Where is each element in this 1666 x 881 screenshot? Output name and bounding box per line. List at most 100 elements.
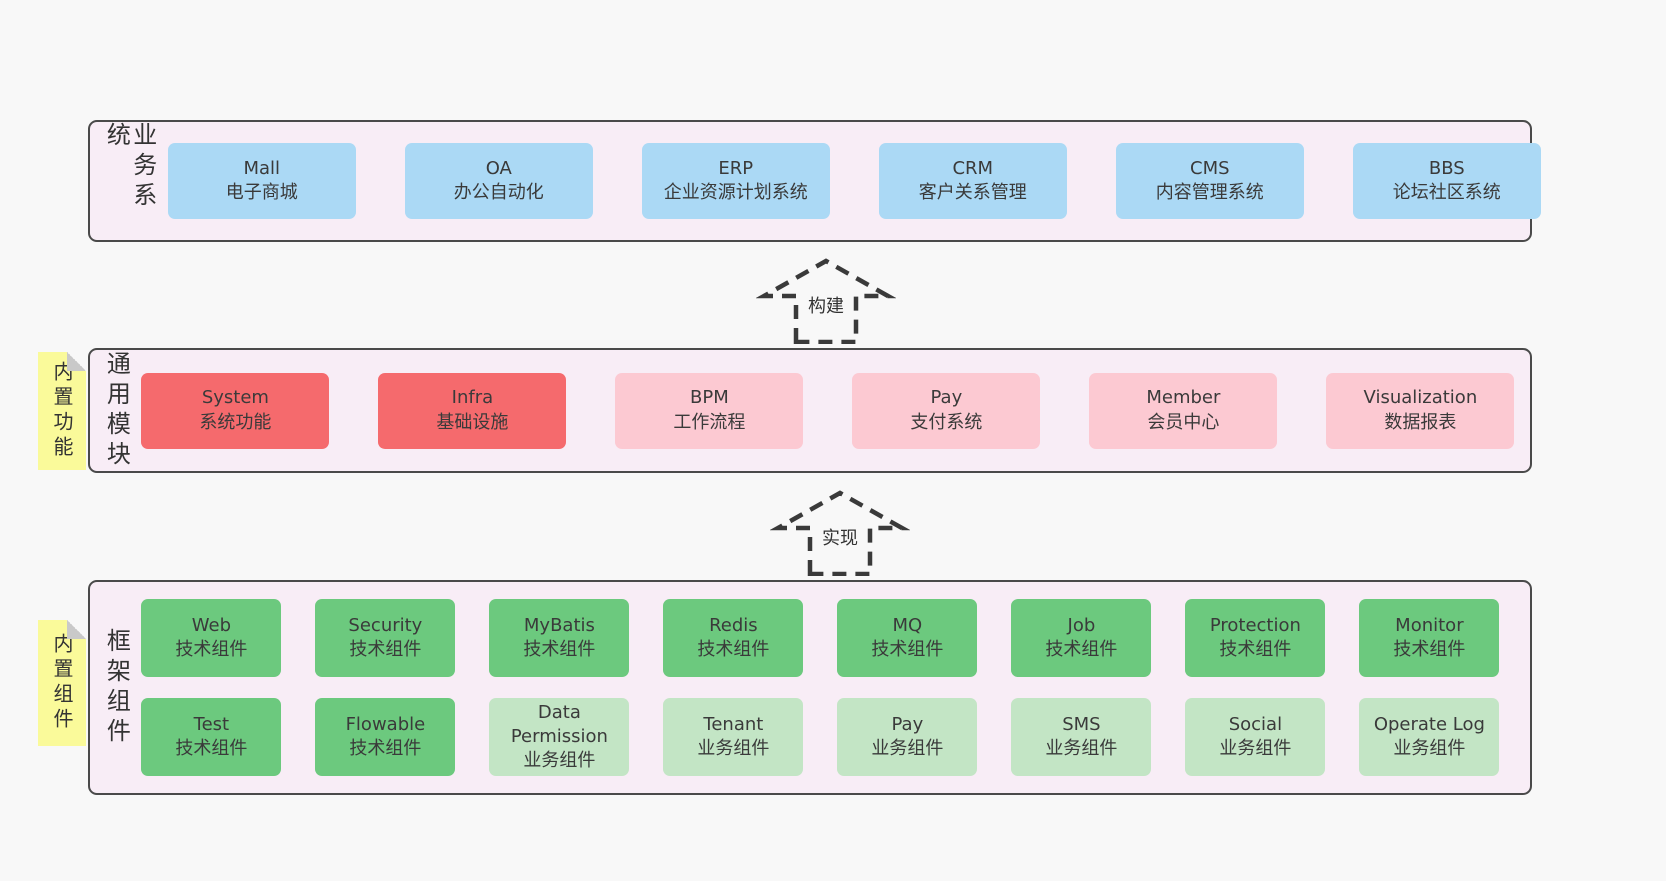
box-title: SMS bbox=[1062, 713, 1101, 735]
box-subtitle: 技术组件 bbox=[697, 639, 770, 660]
box-title: Pay bbox=[930, 387, 963, 409]
box-subtitle: 数据报表 bbox=[1384, 411, 1457, 433]
box-title: Protection bbox=[1209, 614, 1301, 636]
framework-components-label: 框架组件 bbox=[102, 627, 131, 748]
box-title: Monitor bbox=[1395, 614, 1464, 636]
box-bpm: BPM 工作流程 bbox=[615, 372, 804, 449]
box-title: CRM bbox=[952, 157, 994, 179]
box-subtitle: 工作流程 bbox=[673, 411, 746, 433]
box-title: Redis bbox=[709, 614, 758, 636]
box-subtitle: 技术组件 bbox=[175, 738, 248, 759]
box-title: Member bbox=[1146, 387, 1221, 409]
framework-components-grid: Web 技术组件 Security 技术组件 MyBatis 技术组件 Redi… bbox=[141, 599, 1500, 776]
box-title: Flowable bbox=[345, 713, 426, 735]
box-sms: SMS 业务组件 bbox=[1011, 698, 1152, 776]
box-erp: ERP 企业资源计划系统 bbox=[641, 143, 830, 219]
box-protection: Protection 技术组件 bbox=[1185, 599, 1326, 677]
box-crm: CRM 客户关系管理 bbox=[878, 143, 1067, 219]
business-systems-panel: 业务系统 Mall 电子商城 OA 办公自动化 ERP 企业资源计划系统 CRM… bbox=[88, 120, 1541, 242]
box-pay-component: Pay 业务组件 bbox=[837, 698, 978, 776]
box-subtitle: 系统功能 bbox=[199, 411, 272, 433]
framework-row-1: Web 技术组件 Security 技术组件 MyBatis 技术组件 Redi… bbox=[141, 599, 1500, 677]
common-modules-label: 通用模块 bbox=[102, 350, 131, 471]
box-title: MQ bbox=[892, 614, 923, 636]
framework-row-2: Test 技术组件 Flowable 技术组件 Data Permission … bbox=[141, 698, 1500, 776]
box-job: Job 技术组件 bbox=[1011, 599, 1152, 677]
box-subtitle: 技术组件 bbox=[1219, 639, 1292, 660]
box-subtitle: 办公自动化 bbox=[453, 182, 544, 203]
box-oa: OA 办公自动化 bbox=[404, 143, 593, 219]
box-title: Test bbox=[193, 713, 230, 735]
box-title: OA bbox=[485, 157, 512, 179]
box-flowable: Flowable 技术组件 bbox=[315, 698, 456, 776]
box-subtitle: 内容管理系统 bbox=[1155, 182, 1264, 203]
box-title: System bbox=[201, 387, 269, 409]
box-test: Test 技术组件 bbox=[141, 698, 282, 776]
box-subtitle: 业务组件 bbox=[523, 750, 596, 772]
box-visualization: Visualization 数据报表 bbox=[1326, 372, 1515, 449]
built-in-components-sticky: 内置组件 bbox=[38, 620, 86, 746]
box-subtitle: 基础设施 bbox=[436, 411, 509, 433]
box-web: Web 技术组件 bbox=[141, 599, 282, 677]
box-title: CMS bbox=[1190, 157, 1230, 179]
box-title: Mall bbox=[243, 157, 281, 179]
box-subtitle: 技术组件 bbox=[1393, 639, 1466, 660]
box-infra: Infra 基础设施 bbox=[378, 372, 567, 449]
built-in-features-label: 内置功能 bbox=[50, 361, 74, 461]
box-title: Pay bbox=[891, 713, 924, 735]
box-security: Security 技术组件 bbox=[315, 599, 456, 677]
box-monitor: Monitor 技术组件 bbox=[1359, 599, 1500, 677]
box-pay-module: Pay 支付系统 bbox=[852, 372, 1041, 449]
box-title: Tenant bbox=[703, 713, 764, 735]
box-title: Security bbox=[348, 614, 423, 636]
box-title: Job bbox=[1067, 614, 1096, 636]
box-subtitle: 技术组件 bbox=[1045, 639, 1118, 660]
box-title: Web bbox=[191, 614, 232, 636]
box-title: Social bbox=[1228, 713, 1283, 735]
box-operate-log: Operate Log 业务组件 bbox=[1359, 698, 1500, 776]
box-title: Infra bbox=[451, 387, 494, 409]
box-subtitle: 会员中心 bbox=[1147, 411, 1220, 433]
box-mall: Mall 电子商城 bbox=[167, 143, 356, 219]
common-modules-panel: 通用模块 System 系统功能 Infra 基础设施 BPM 工作流程 Pay… bbox=[88, 348, 1532, 473]
box-subtitle: 客户关系管理 bbox=[918, 182, 1027, 203]
box-subtitle: 业务组件 bbox=[1045, 738, 1118, 759]
box-subtitle: 支付系统 bbox=[910, 411, 983, 433]
built-in-features-sticky: 内置功能 bbox=[38, 352, 86, 470]
box-data-permission: Data Permission 业务组件 bbox=[489, 698, 630, 776]
box-subtitle: 技术组件 bbox=[871, 639, 944, 660]
business-systems-row: Mall 电子商城 OA 办公自动化 ERP 企业资源计划系统 CRM 客户关系… bbox=[167, 143, 1541, 219]
box-title: BPM bbox=[690, 387, 729, 409]
box-subtitle: 技术组件 bbox=[349, 738, 422, 759]
business-systems-label: 业务系统 bbox=[102, 122, 157, 212]
box-subtitle: 业务组件 bbox=[1219, 738, 1292, 759]
box-title: Data Permission bbox=[510, 701, 608, 747]
box-bbs: BBS 论坛社区系统 bbox=[1352, 143, 1541, 219]
box-tenant: Tenant 业务组件 bbox=[663, 698, 804, 776]
common-modules-row: System 系统功能 Infra 基础设施 BPM 工作流程 Pay 支付系统… bbox=[141, 372, 1515, 449]
box-subtitle: 业务组件 bbox=[697, 738, 770, 759]
implement-arrow-icon: 实现 bbox=[770, 490, 910, 576]
box-subtitle: 技术组件 bbox=[349, 639, 422, 660]
built-in-components-label: 内置组件 bbox=[50, 633, 74, 733]
box-title: ERP bbox=[718, 157, 754, 179]
box-title: BBS bbox=[1428, 157, 1465, 179]
box-subtitle: 业务组件 bbox=[871, 738, 944, 759]
build-arrow-icon: 构建 bbox=[756, 258, 896, 344]
box-system: System 系统功能 bbox=[141, 372, 330, 449]
box-subtitle: 企业资源计划系统 bbox=[663, 182, 808, 203]
box-title: Operate Log bbox=[1373, 713, 1485, 735]
box-subtitle: 技术组件 bbox=[523, 639, 596, 660]
box-subtitle: 论坛社区系统 bbox=[1392, 182, 1501, 203]
framework-components-panel: 框架组件 Web 技术组件 Security 技术组件 MyBatis 技术组件… bbox=[88, 580, 1532, 795]
box-title: Visualization bbox=[1363, 387, 1478, 409]
box-subtitle: 技术组件 bbox=[175, 639, 248, 660]
box-title: MyBatis bbox=[523, 614, 595, 636]
box-mq: MQ 技术组件 bbox=[837, 599, 978, 677]
box-redis: Redis 技术组件 bbox=[663, 599, 804, 677]
box-social: Social 业务组件 bbox=[1185, 698, 1326, 776]
box-subtitle: 业务组件 bbox=[1393, 738, 1466, 759]
box-cms: CMS 内容管理系统 bbox=[1115, 143, 1304, 219]
implement-arrow-label: 实现 bbox=[822, 528, 858, 549]
